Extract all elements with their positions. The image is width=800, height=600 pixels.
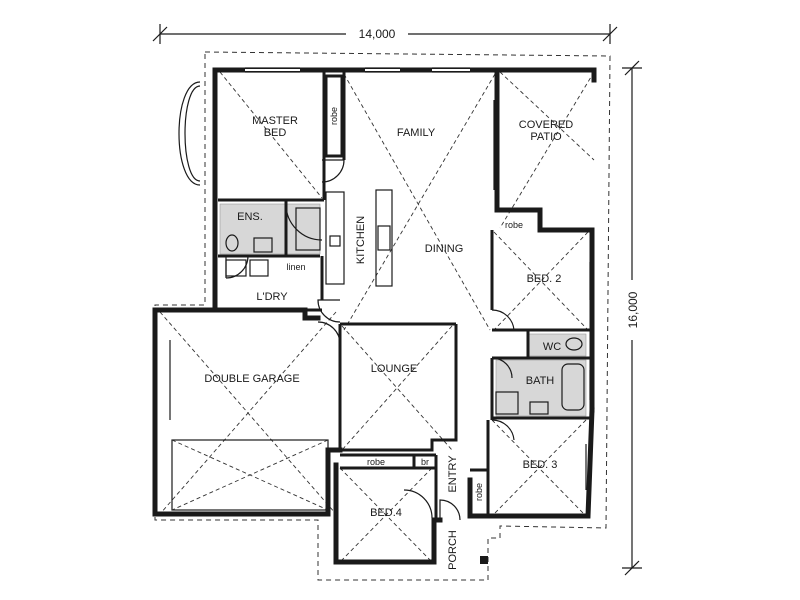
garage-door	[171, 439, 329, 511]
entry-label: ENTRY	[447, 455, 459, 493]
bath-shower-icon	[495, 391, 519, 415]
room-diagonals	[159, 71, 595, 563]
robe-bed3-label: robe	[474, 483, 484, 501]
bed2-label: BED. 2	[527, 273, 562, 285]
door-swings	[225, 159, 515, 521]
covered-patio-label-line1: COVERED	[519, 119, 573, 131]
ens-label: ENS.	[237, 211, 263, 223]
toilet-icon	[225, 234, 239, 252]
bed3-label: BED. 3	[523, 459, 558, 471]
wc-label: WC	[543, 341, 561, 353]
kitchen-bench	[325, 191, 345, 285]
porch-label: PORCH	[447, 530, 459, 570]
fixtures	[225, 189, 585, 564]
cooktop-icon	[329, 235, 341, 247]
tiled-areas	[219, 203, 587, 417]
depth-dimension-label: 16,000	[626, 291, 640, 328]
robe-bed4-label: robe	[367, 457, 385, 467]
br-label: br	[421, 457, 429, 467]
width-dimension-label: 14,000	[359, 27, 396, 41]
double-garage-label: DOUBLE GARAGE	[204, 373, 299, 385]
external-walls	[152, 67, 597, 565]
laundry-tub-icon	[225, 259, 247, 277]
covered-patio-label-line2: PATIO	[530, 131, 562, 143]
width-dimension: 14,000	[152, 24, 618, 44]
room-labels: MASTER BED robe FAMILY COVERED PATIO ENS…	[204, 107, 573, 570]
bath-label: BATH	[526, 375, 555, 387]
bathtub-icon	[561, 363, 585, 411]
depth-dimension: 16,000	[622, 60, 642, 576]
dining-label: DINING	[425, 243, 464, 255]
robe-bed2-label: robe	[505, 220, 523, 230]
master-bed-label-line1: MASTER	[252, 115, 298, 127]
shower-icon	[295, 207, 321, 251]
wc-toilet-icon	[565, 337, 583, 351]
linen-label: linen	[286, 262, 305, 272]
lounge-label: LOUNGE	[371, 363, 417, 375]
bath-basin-icon	[529, 401, 549, 415]
laundry-label: L'DRY	[256, 291, 288, 303]
master-bed-label-line2: BED	[264, 127, 287, 139]
vanity-basin-icon	[253, 237, 273, 253]
family-label: FAMILY	[397, 127, 436, 139]
porch-column	[480, 556, 488, 564]
kitchen-island	[375, 189, 393, 287]
windows	[169, 67, 591, 490]
washer-icon	[249, 259, 269, 277]
kitchen-label: KITCHEN	[355, 216, 367, 264]
robe-master-label: robe	[329, 107, 339, 125]
sink-icon	[377, 225, 391, 251]
eave-outline	[154, 51, 611, 581]
internal-walls	[218, 72, 592, 520]
bed4-label: BED.4	[370, 507, 402, 519]
